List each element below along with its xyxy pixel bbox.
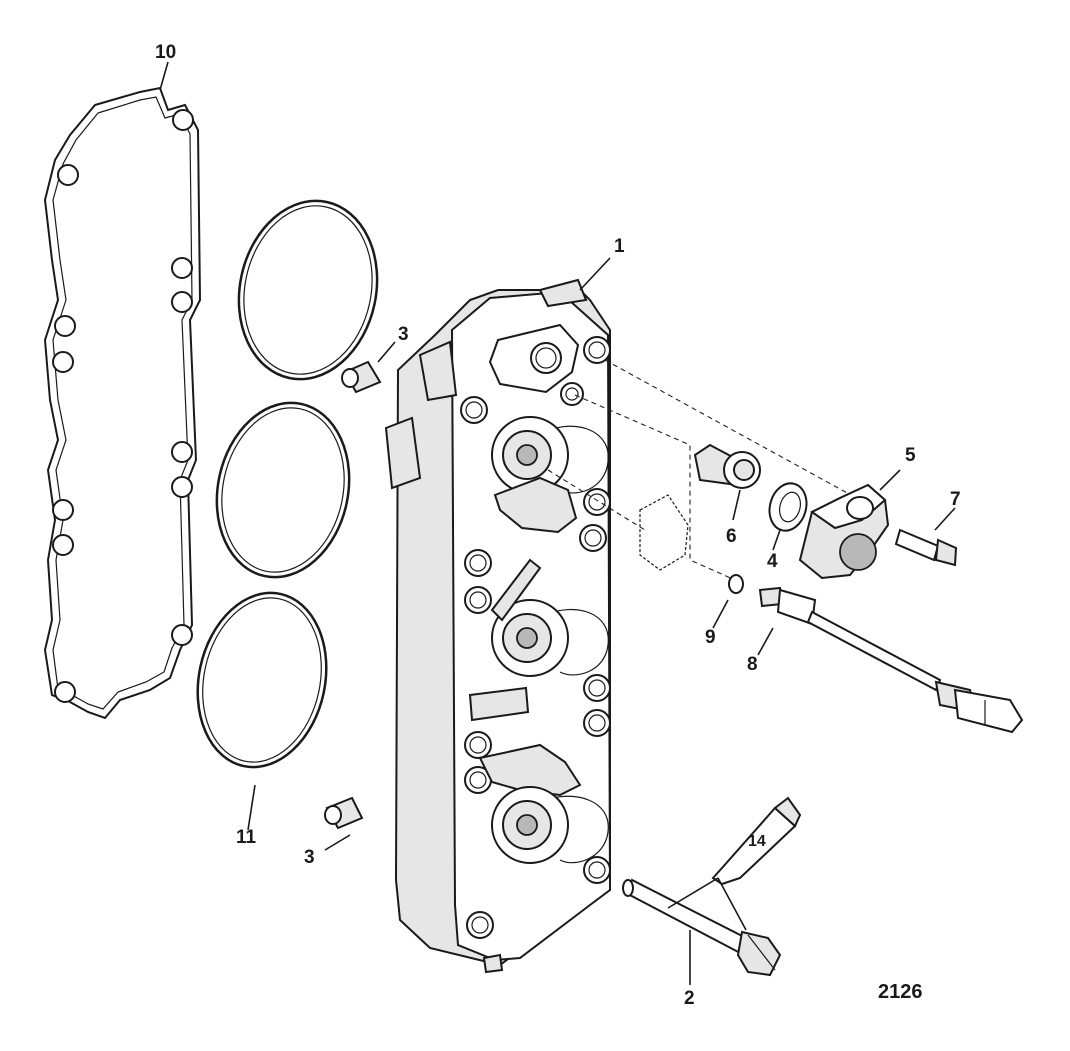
housing-screw bbox=[894, 528, 958, 567]
figure-number: 2126 bbox=[878, 981, 923, 1003]
head-bolt bbox=[622, 878, 782, 977]
callout-3-upper: 3 bbox=[398, 324, 409, 345]
callout-8: 8 bbox=[747, 654, 758, 675]
combustion-ports bbox=[478, 416, 609, 864]
leader-lines bbox=[159, 61, 956, 985]
sealant-tube bbox=[667, 796, 802, 931]
callout-5: 5 bbox=[905, 445, 916, 466]
callout-3-lower: 3 bbox=[304, 847, 315, 868]
sealing-washer bbox=[768, 482, 808, 532]
cylinder-head bbox=[384, 278, 689, 974]
callout-4: 4 bbox=[767, 551, 778, 572]
head-bolt-bosses bbox=[460, 336, 611, 939]
callout-2: 2 bbox=[684, 988, 695, 1009]
dowel-pin-upper bbox=[341, 360, 382, 394]
dowel-pin-lower bbox=[324, 796, 364, 830]
sealing-ring bbox=[728, 574, 744, 594]
fitting bbox=[693, 443, 761, 489]
gasket-bolt-holes bbox=[52, 109, 194, 703]
o-rings bbox=[196, 199, 379, 769]
callout-9: 9 bbox=[705, 627, 716, 648]
callout-6: 6 bbox=[726, 526, 737, 547]
callout-11: 11 bbox=[236, 827, 257, 848]
callout-14: 14 bbox=[748, 833, 766, 850]
callout-7: 7 bbox=[950, 489, 961, 510]
alignment-lines bbox=[547, 359, 861, 581]
callout-1: 1 bbox=[614, 236, 625, 257]
callout-labels: 10 1 3 3 11 5 7 6 4 9 8 2 14 2126 bbox=[155, 42, 961, 1009]
head-gasket bbox=[43, 86, 202, 720]
thermostat-housing bbox=[798, 483, 890, 580]
temperature-sensor bbox=[758, 586, 1024, 734]
callout-10: 10 bbox=[155, 42, 176, 63]
